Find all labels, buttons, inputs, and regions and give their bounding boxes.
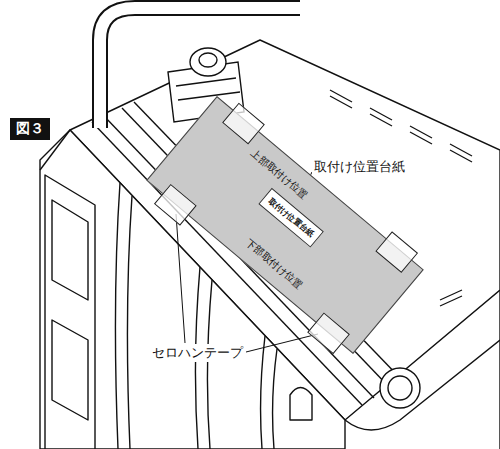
part-name: 取付け位置台紙 bbox=[312, 158, 407, 176]
part-name: セロハンテープ bbox=[150, 344, 245, 362]
node-text: 取付け位置台紙 bbox=[266, 196, 316, 240]
figure-number: 図３ bbox=[10, 118, 50, 140]
template-label: 取付け位置台紙 bbox=[258, 188, 324, 248]
node-text: 図３ bbox=[16, 120, 44, 138]
